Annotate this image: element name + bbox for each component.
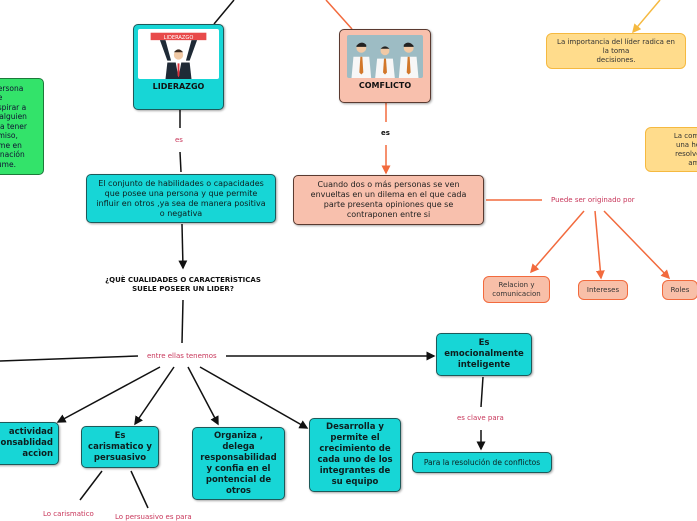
liderazgo-node[interactable]: LIDERAZGO LIDERAZGO xyxy=(133,24,224,110)
conflicto-definition-node[interactable]: Cuando dos o más personas se ven envuelt… xyxy=(293,175,484,225)
yellow-note-importance[interactable]: La importancia del líder radica en la to… xyxy=(546,33,686,69)
leader-banner-icon: LIDERAZGO xyxy=(138,29,219,80)
link-top-to-conflicto xyxy=(325,0,353,30)
liderazgo-title: LIDERAZGO xyxy=(152,82,205,92)
quality-desarrolla-node[interactable]: Desarrolla y permite el crecimiento de c… xyxy=(309,418,401,492)
conflicto-definition-text: Cuando dos o más personas se ven envuelt… xyxy=(310,180,467,219)
link-label-entre-ellas: entre ellas tenemos xyxy=(147,352,217,360)
origin-intereses-text: Intereses xyxy=(586,286,620,294)
origin-relacion-text: Relacion y comunicacion xyxy=(492,280,541,298)
green-note-text: persona ue nspirar a s alguien a a tener… xyxy=(0,83,27,169)
origin-roles-node[interactable]: Roles xyxy=(662,280,697,300)
quality-desarrolla-text: Desarrolla y permite el crecimiento de c… xyxy=(317,422,393,487)
yellow-note-comunicacion-text: La comuni una herra resolver p ambie xyxy=(673,131,697,167)
emotional-intelligence-node[interactable]: Es emocionalmente inteligente xyxy=(436,333,532,376)
link-top-to-liderazgo xyxy=(213,0,235,25)
link-label-es-conflicto: es xyxy=(381,129,390,137)
link-label-es-liderazgo: es xyxy=(175,136,183,144)
quality-carismatico-node[interactable]: Es carismatico y persuasivo xyxy=(81,426,159,468)
quality-organiza-text: Organiza , delega responsabilidad y conf… xyxy=(200,430,277,496)
quality-carismatico-text: Es carismatico y persuasivo xyxy=(88,430,152,463)
conflicto-title: COMFLICTO xyxy=(358,81,412,91)
yellow-note-comunicacion[interactable]: La comuni una herra resolver p ambie xyxy=(645,127,697,172)
link-label-lo-persuasivo: Lo persuasivo es para xyxy=(115,513,192,521)
origin-roles-text: Roles xyxy=(670,286,690,294)
quality-proactividad-node[interactable]: actividad onsablidad accìon xyxy=(0,422,59,465)
quality-proactividad-text: actividad onsablidad accìon xyxy=(0,427,53,459)
people-discussing-icon xyxy=(347,35,423,79)
link-top-to-yellow xyxy=(632,0,661,34)
question-title: ¿QUÈ CUALIDADES O CARACTERÌSTICAS SUELE … xyxy=(105,276,261,293)
link-label-puede-ser: Puede ser originado por xyxy=(551,196,635,204)
green-note-node[interactable]: persona ue nspirar a s alguien a a tener… xyxy=(0,78,44,175)
emotional-intelligence-text: Es emocionalmente inteligente xyxy=(444,338,524,370)
conflicto-node[interactable]: COMFLICTO xyxy=(339,29,431,103)
liderazgo-definition-text: El conjunto de habilidades o capacidades… xyxy=(96,178,266,218)
liderazgo-definition-node[interactable]: El conjunto de habilidades o capacidades… xyxy=(86,174,276,223)
origin-relacion-node[interactable]: Relacion y comunicacion xyxy=(483,276,550,303)
link-label-es-clave: es clave para xyxy=(457,414,504,422)
conflict-resolution-text: Para la resolución de conflictos xyxy=(423,458,541,467)
origin-intereses-node[interactable]: Intereses xyxy=(578,280,628,300)
quality-organiza-node[interactable]: Organiza , delega responsabilidad y conf… xyxy=(192,427,285,500)
conflict-resolution-node[interactable]: Para la resolución de conflictos xyxy=(412,452,552,473)
yellow-note-importance-text: La importancia del líder radica en la to… xyxy=(557,37,675,64)
link-label-lo-carismatico: Lo carismatico xyxy=(43,510,94,518)
banner-text: LIDERAZGO xyxy=(164,35,194,41)
